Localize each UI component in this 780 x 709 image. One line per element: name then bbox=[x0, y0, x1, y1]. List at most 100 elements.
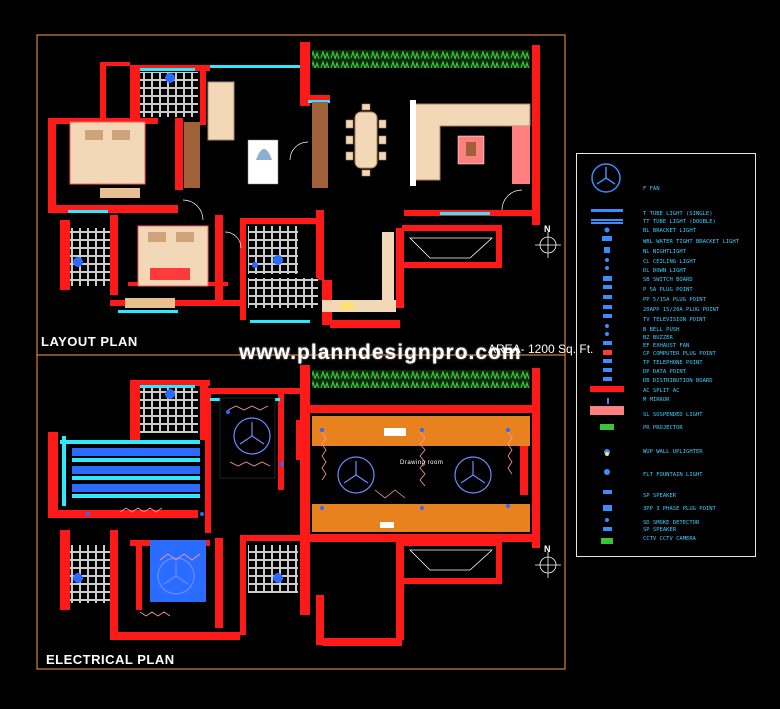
north-label-layout: N bbox=[544, 224, 551, 234]
projector-icon bbox=[595, 424, 625, 433]
dining-cabinet bbox=[312, 102, 328, 188]
legend-label: M MIRROR bbox=[643, 397, 670, 403]
legend-label: BZ BUZZER bbox=[643, 335, 673, 341]
legend-label: CP COMPUTER PLUG POINT bbox=[643, 351, 716, 357]
legend-label: TP TELEPHONE POINT bbox=[643, 360, 703, 366]
legend-row: DL DOWN LIGHT bbox=[577, 266, 755, 278]
legend-label: EF EXHAUST FAN bbox=[643, 343, 690, 349]
bed-1 bbox=[69, 121, 146, 185]
utility-tile bbox=[248, 278, 318, 308]
fan-icon bbox=[595, 185, 625, 194]
legend-row: TP TELEPHONE POINT bbox=[577, 358, 755, 370]
website-watermark: www.planndesignpro.com bbox=[239, 341, 522, 364]
legend-row: EF EXHAUST FAN bbox=[577, 341, 755, 353]
legend-row: T TUBE LIGHT (SINGLE) bbox=[577, 209, 755, 221]
legend-label: TV TELEVISION POINT bbox=[643, 317, 706, 323]
legend-label: DP DATA POINT bbox=[643, 369, 687, 375]
legend-panel: F FAN T TUBE LIGHT (SINGLE) TT TUBE LIGHT … bbox=[576, 153, 756, 557]
legend-label: SP SPEAKER bbox=[643, 527, 677, 533]
dining-table bbox=[354, 111, 378, 169]
legend-row: TT TUBE LIGHT (DOUBLE) bbox=[577, 217, 755, 229]
legend-row: SL SUSPENDED LIGHT bbox=[577, 410, 755, 422]
legend-row: PP 5/15A PLUG POINT bbox=[577, 295, 755, 307]
legend-label: PR PROJECTOR bbox=[643, 425, 683, 431]
legend-row: CL CEILING LIGHT bbox=[577, 257, 755, 269]
sheet-frame bbox=[36, 34, 566, 670]
plug-point-20-icon bbox=[595, 306, 625, 315]
legend-row: CP COMPUTER PLUG POINT bbox=[577, 349, 755, 361]
legend-row: SD SMOKE DETECTOR bbox=[577, 518, 755, 530]
north-label-electrical: N bbox=[544, 544, 551, 554]
legend-row: SP SPEAKER bbox=[577, 491, 755, 503]
legend-label: BL BRACKET LIGHT bbox=[643, 228, 696, 234]
plug-point-icon bbox=[595, 286, 625, 295]
legend-row: 3PP 3 PHASE PLUG POINT bbox=[577, 504, 755, 516]
mirror-icon bbox=[595, 396, 625, 405]
legend-row: B BELL PUSH bbox=[577, 325, 755, 337]
legend-label: SL SUSPENDED LIGHT bbox=[643, 412, 703, 418]
electrical-plan-drawing bbox=[48, 365, 561, 646]
plug-point-5-15-icon bbox=[595, 296, 625, 305]
legend-label: SP SPEAKER bbox=[643, 493, 677, 499]
bracket-light-icon bbox=[595, 227, 625, 236]
distribution-board-icon bbox=[595, 377, 625, 386]
legend-label: T TUBE LIGHT (SINGLE) bbox=[643, 211, 713, 217]
legend-label: AC SPLIT AC bbox=[643, 388, 680, 394]
legend-row: DP DATA POINT bbox=[577, 367, 755, 379]
legend-label: WBL WATER TIGHT BRACKET LIGHT bbox=[643, 239, 740, 245]
desk bbox=[207, 81, 235, 141]
legend-row: F FAN bbox=[577, 184, 755, 196]
legend-label: TT TUBE LIGHT (DOUBLE) bbox=[643, 219, 716, 225]
legend-label: B BELL PUSH bbox=[643, 327, 680, 333]
layout-plan-drawing bbox=[48, 42, 561, 328]
legend-row: CCTV CCTV CAMERA bbox=[577, 534, 755, 546]
legend-row: PR PROJECTOR bbox=[577, 423, 755, 435]
nightlight-icon bbox=[595, 248, 625, 257]
legend-row: SP SPEAKER bbox=[577, 525, 755, 537]
legend-symbols bbox=[590, 163, 624, 544]
legend-label: CL CEILING LIGHT bbox=[643, 259, 696, 265]
legend-row: TV TELEVISION POINT bbox=[577, 315, 755, 327]
legend-label: FLT FOUNTAIN LIGHT bbox=[643, 472, 703, 478]
legend-label: CCTV CCTV CAMERA bbox=[643, 536, 696, 542]
legend-label: F FAN bbox=[643, 186, 660, 192]
legend-row: DB DISTRIBUTION BOARD bbox=[577, 376, 755, 388]
area-label: AREA- 1200 Sq. Ft. bbox=[488, 342, 594, 356]
bath-tile-2 bbox=[70, 228, 110, 286]
water-tight-bracket-light-icon bbox=[595, 238, 625, 247]
legend-row: BL BRACKET LIGHT bbox=[577, 226, 755, 238]
legend-row: AC SPLIT AC bbox=[577, 386, 755, 398]
cctv-camera-icon bbox=[595, 535, 625, 544]
fountain-light-icon bbox=[595, 471, 625, 480]
legend-label: 3PP 3 PHASE PLUG POINT bbox=[643, 506, 716, 512]
three-phase-plug-icon bbox=[595, 505, 625, 514]
north-arrow-electrical bbox=[535, 552, 561, 578]
legend-label: DL DOWN LIGHT bbox=[643, 268, 687, 274]
legend-label: 20APP 15/20A PLUG POINT bbox=[643, 307, 720, 313]
switch-board-icon bbox=[595, 276, 625, 285]
layout-plan-title: LAYOUT PLAN bbox=[41, 334, 138, 349]
legend-label: SD SMOKE DETECTOR bbox=[643, 520, 700, 526]
living-armchair bbox=[512, 126, 530, 184]
suspended-light-icon bbox=[595, 411, 625, 420]
drawing-room-label: Drawing room bbox=[400, 460, 444, 466]
legend-row: FLT FOUNTAIN LIGHT bbox=[577, 470, 755, 482]
legend-label: WUP WALL UPLIGHTER bbox=[643, 449, 703, 455]
legend-row: P 5A PLUG POINT bbox=[577, 285, 755, 297]
television-point-icon bbox=[595, 316, 625, 325]
legend-label: SB SWITCH BOARD bbox=[643, 277, 693, 283]
garden-hedge-2 bbox=[312, 370, 530, 388]
legend-row: WUP WALL UPLIGHTER bbox=[577, 447, 755, 459]
speaker-icon bbox=[595, 492, 625, 501]
legend-label: PP 5/15A PLUG POINT bbox=[643, 297, 706, 303]
legend-row: NL NIGHTLIGHT bbox=[577, 247, 755, 259]
legend-label: DB DISTRIBUTION BOARD bbox=[643, 378, 713, 384]
legend-row: M MIRROR bbox=[577, 395, 755, 407]
garden-hedge bbox=[312, 50, 530, 68]
legend-row: WBL WATER TIGHT BRACKET LIGHT bbox=[577, 237, 755, 249]
legend-label: NL NIGHTLIGHT bbox=[643, 249, 687, 255]
legend-row: BZ BUZZER bbox=[577, 333, 755, 345]
legend-row: SB SWITCH BOARD bbox=[577, 275, 755, 287]
